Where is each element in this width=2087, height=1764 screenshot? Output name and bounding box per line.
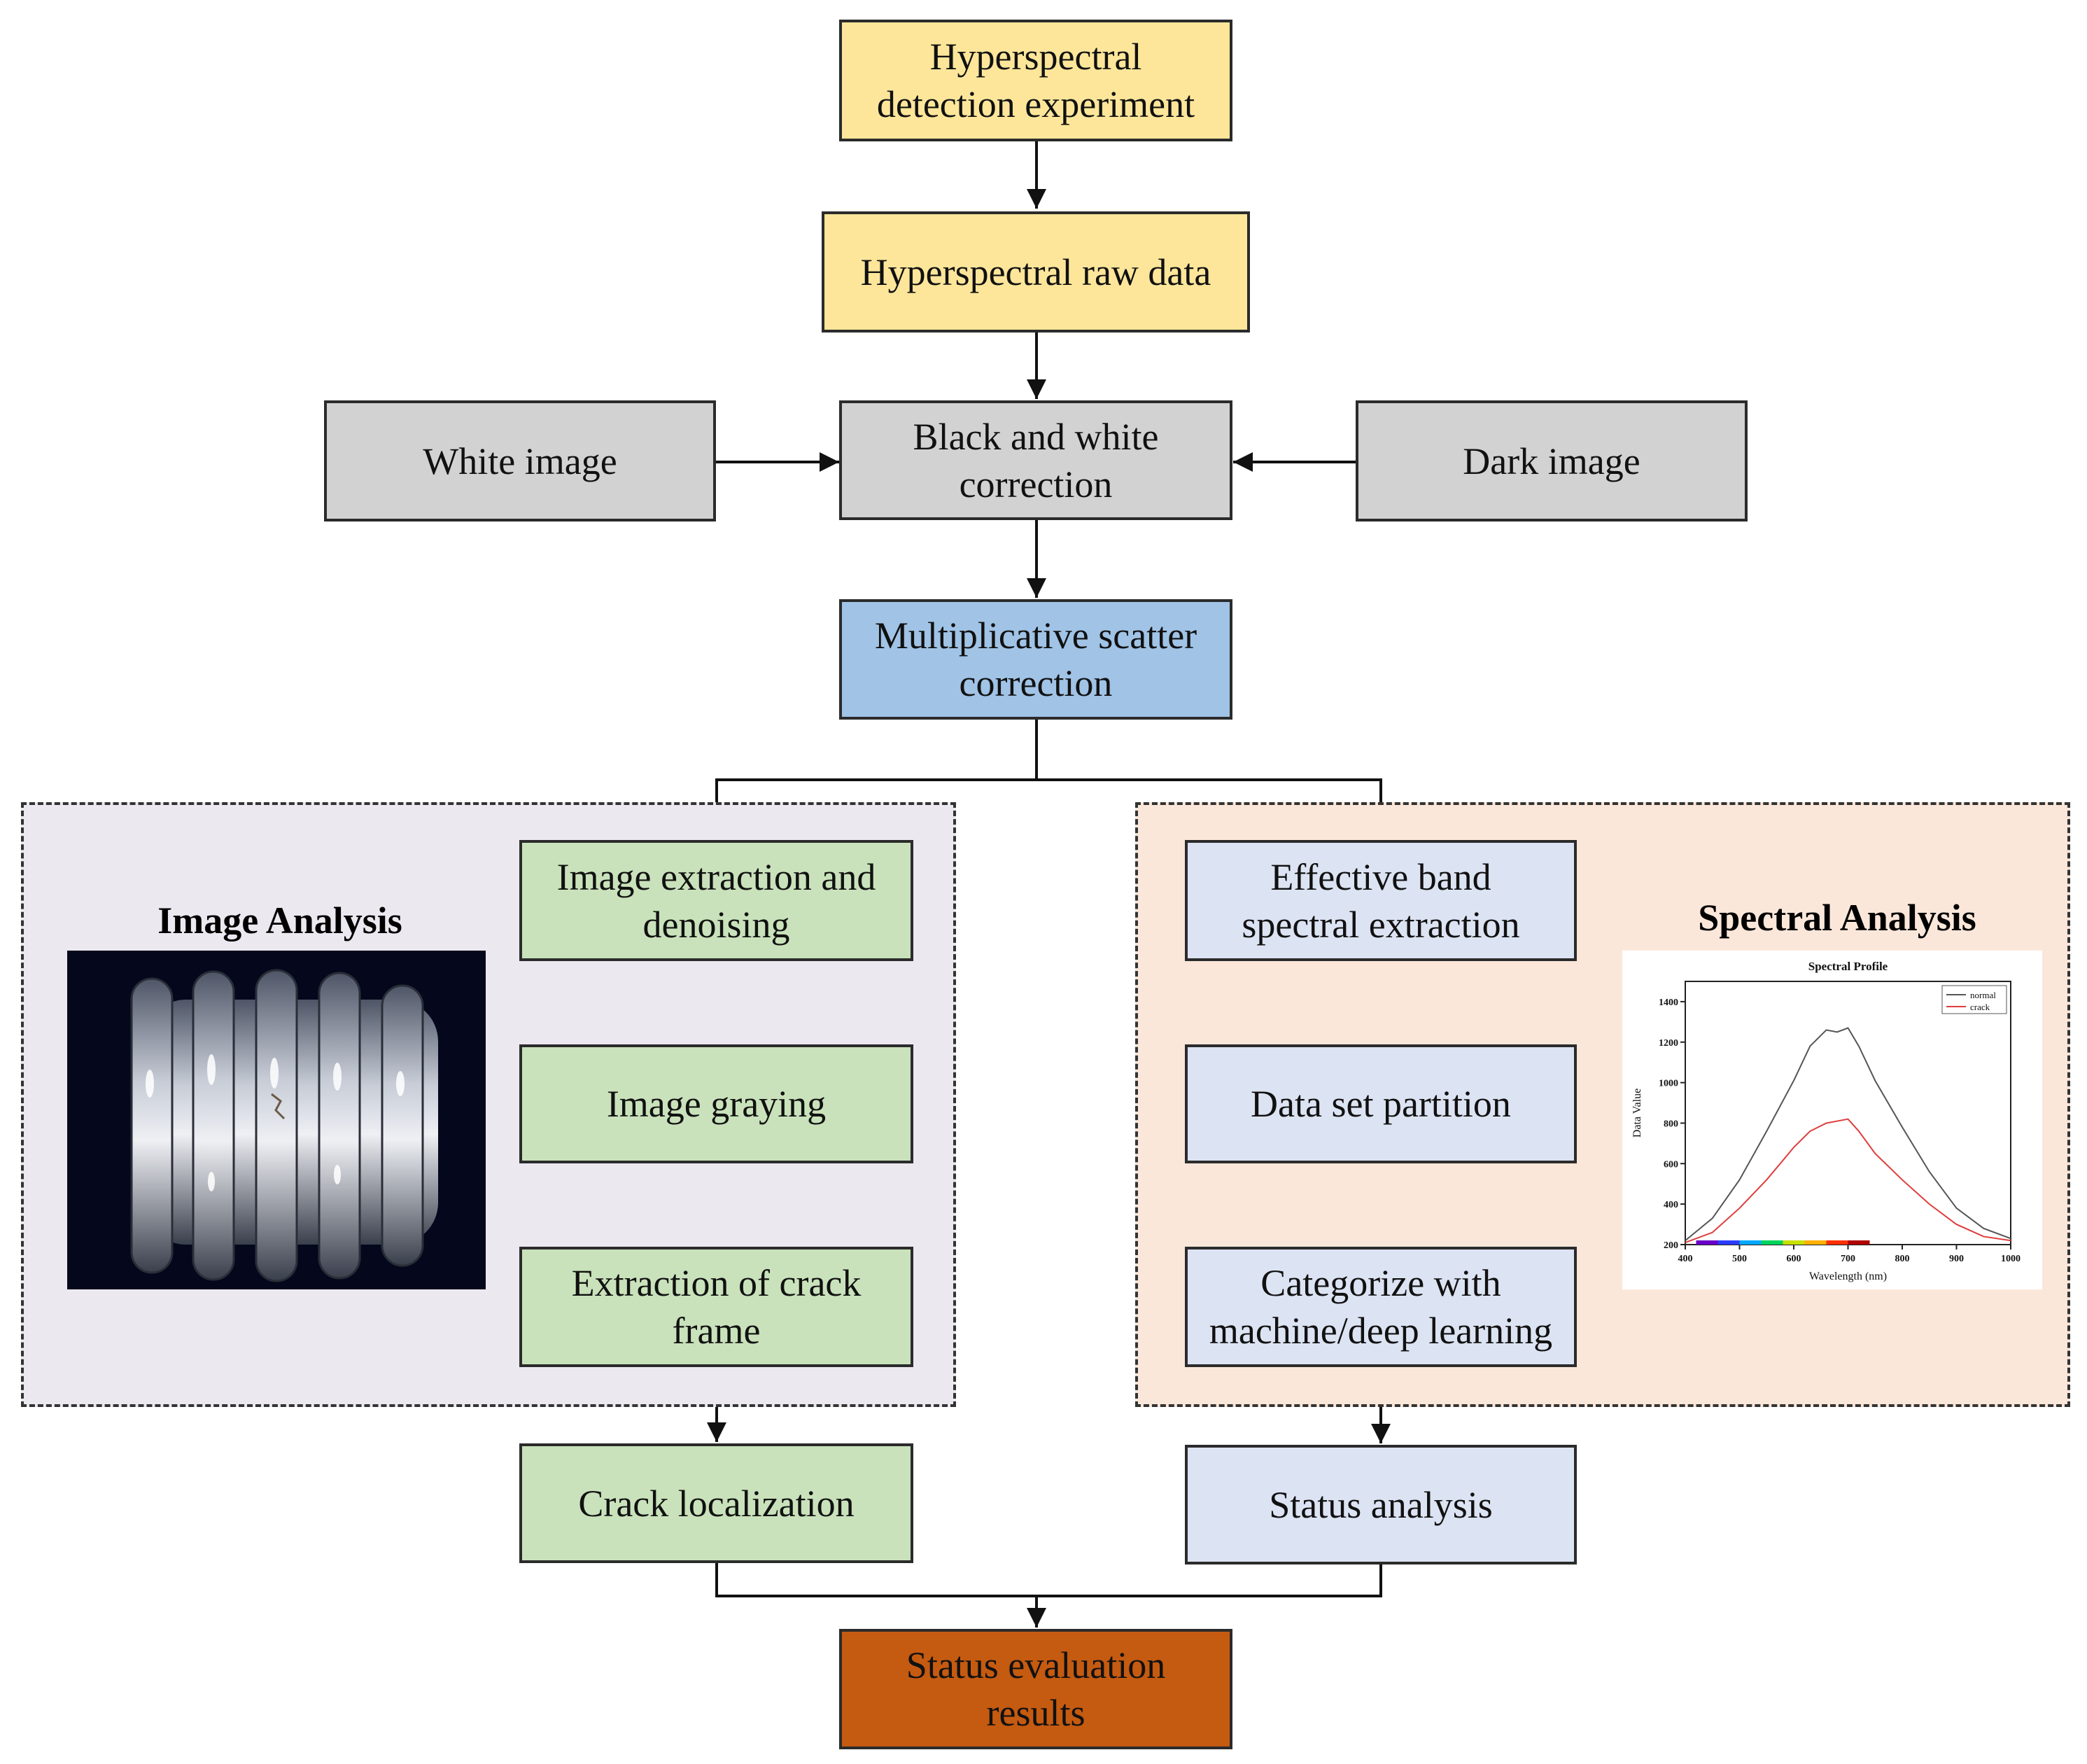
spectral-analysis-title: Spectral Analysis — [1698, 897, 1976, 939]
node-image-extraction-denoising: Image extraction and denoising — [519, 840, 913, 961]
insulator-image — [130, 969, 438, 1282]
node-image-graying: Image graying — [519, 1044, 913, 1163]
chart-x-tick-label: 1000 — [2001, 1254, 2021, 1264]
chart-y-tick-label: 600 — [1664, 1159, 1678, 1170]
chart-y-tick-label: 1400 — [1659, 997, 1678, 1008]
node-effective-band-extraction: Effective band spectral extraction — [1185, 840, 1577, 961]
chart-spectrum-band-segment — [1739, 1240, 1762, 1245]
chart-spectrum-band-segment — [1804, 1240, 1827, 1245]
insulator-photo — [67, 951, 486, 1289]
chart-legend-label-normal: normal — [1970, 990, 1996, 1000]
node-hyperspectral-raw-data-label: Hyperspectral raw data — [860, 251, 1211, 293]
node-data-set-partition: Data set partition — [1185, 1044, 1577, 1163]
node-hyperspectral-raw-data: Hyperspectral raw data — [822, 211, 1250, 332]
node-white-image: White image — [324, 400, 716, 522]
node-status-evaluation-results: Status evaluation results — [839, 1629, 1232, 1749]
node-crack-frame-extraction: Extraction of crack frame — [519, 1247, 913, 1367]
chart-y-tick-label: 400 — [1664, 1200, 1678, 1210]
node-image-extraction-denoising-label: Image extraction and denoising — [556, 855, 876, 946]
image-analysis-title: Image Analysis — [157, 899, 402, 941]
chart-x-tick-label: 500 — [1732, 1254, 1747, 1264]
chart-x-tick-label: 700 — [1841, 1254, 1855, 1264]
chart-y-tick-label: 1200 — [1659, 1038, 1678, 1049]
node-status-evaluation-results-label: Status evaluation results — [906, 1644, 1166, 1734]
node-dark-image: Dark image — [1356, 400, 1748, 522]
node-multiplicative-scatter-correction-label: Multiplicative scatter correction — [874, 615, 1197, 704]
chart-legend-label-crack: crack — [1970, 1002, 1990, 1012]
node-effective-band-extraction-label: Effective band spectral extraction — [1242, 855, 1520, 946]
chart-spectrum-band-segment — [1761, 1240, 1783, 1245]
node-crack-frame-extraction-label: Extraction of crack frame — [571, 1262, 862, 1352]
chart-title: Spectral Profile — [1808, 960, 1888, 973]
chart-spectrum-band-segment — [1696, 1240, 1718, 1245]
node-dark-image-label: Dark image — [1463, 440, 1640, 482]
node-multiplicative-scatter-correction: Multiplicative scatter correction — [839, 599, 1232, 720]
chart-x-tick-label: 600 — [1787, 1254, 1801, 1264]
node-status-analysis: Status analysis — [1185, 1445, 1577, 1564]
chart-series-line-crack — [1685, 1118, 2011, 1244]
chart-legend-box — [1941, 985, 2007, 1014]
chart-y-axis-label: Data Value — [1631, 1088, 1643, 1138]
node-black-white-correction: Black and white correction — [839, 400, 1232, 520]
node-crack-localization-label: Crack localization — [578, 1482, 855, 1525]
node-black-white-correction-label: Black and white correction — [913, 415, 1159, 505]
chart-series-line-normal — [1685, 1027, 2011, 1241]
node-categorize-learning: Categorize with machine/deep learning — [1185, 1247, 1577, 1367]
chart-spectrum-band-segment — [1717, 1240, 1740, 1245]
node-crack-localization: Crack localization — [519, 1443, 913, 1563]
node-data-set-partition-label: Data set partition — [1251, 1083, 1511, 1125]
chart-y-tick-label: 1000 — [1659, 1079, 1678, 1089]
chart-x-tick-label: 400 — [1678, 1254, 1693, 1264]
chart-x-tick-label: 800 — [1895, 1254, 1910, 1264]
chart-plot-frame — [1685, 981, 2011, 1245]
node-hyperspectral-experiment-label: Hyperspectral detection experiment — [876, 36, 1195, 125]
node-status-analysis-label: Status analysis — [1269, 1483, 1493, 1526]
node-image-graying-label: Image graying — [606, 1083, 827, 1125]
chart-spectrum-band-segment — [1848, 1240, 1870, 1245]
chart-x-axis-label: Wavelength (nm) — [1809, 1270, 1887, 1282]
chart-x-tick-label: 900 — [1949, 1254, 1964, 1264]
chart-y-tick-label: 800 — [1664, 1119, 1678, 1129]
chart-spectrum-band-segment — [1826, 1240, 1848, 1245]
node-categorize-learning-label: Categorize with machine/deep learning — [1209, 1262, 1553, 1352]
chart-spectrum-band-segment — [1783, 1240, 1805, 1245]
node-hyperspectral-experiment: Hyperspectral detection experiment — [839, 20, 1232, 141]
chart-y-tick-label: 200 — [1664, 1240, 1678, 1251]
node-white-image-label: White image — [423, 440, 617, 482]
merge-to-results — [715, 1563, 1382, 1597]
